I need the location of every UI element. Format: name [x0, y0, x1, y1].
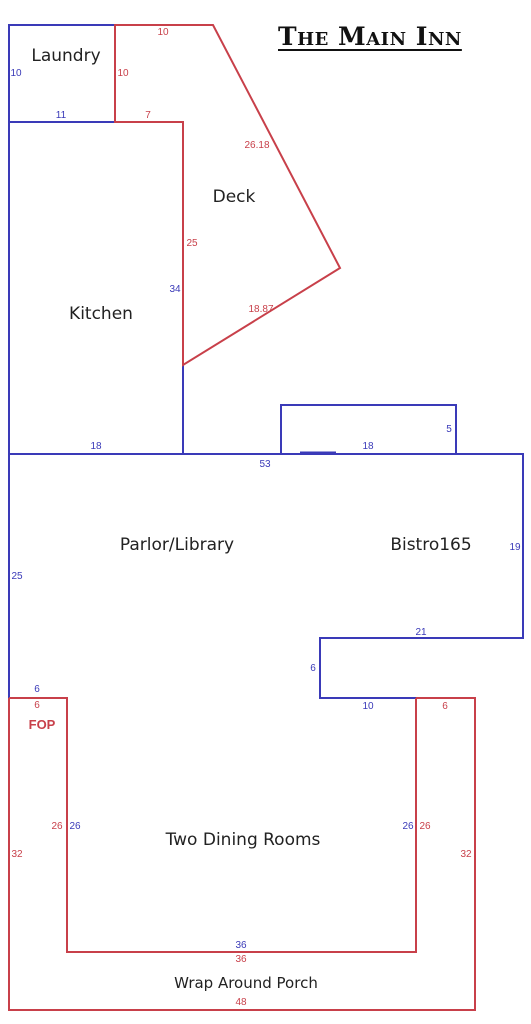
dim-dining-right-red: 26: [419, 821, 431, 832]
dining-rooms-outline: [9, 697, 417, 953]
dim-deck-bottom-left: 7: [145, 110, 151, 121]
dim-bistro-bottom: 21: [415, 627, 427, 638]
porch-outline: [8, 697, 476, 1011]
dining-rooms-label: Two Dining Rooms: [165, 830, 321, 850]
dim-dining-bottom-red: 36: [235, 954, 247, 965]
dim-parlor-left: 25: [11, 571, 23, 582]
dim-step-bottom: 10: [362, 701, 374, 712]
dim-porch-bottom: 48: [235, 997, 247, 1008]
deck-label: Deck: [213, 187, 256, 207]
dim-bump-right: 5: [446, 424, 452, 435]
porch-label: Wrap Around Porch: [174, 974, 318, 992]
dim-laundry-left: 10: [10, 68, 22, 79]
dim-dining-left-blue: 26: [69, 821, 81, 832]
dim-porch-right: 32: [460, 849, 472, 860]
dim-laundry-top: 10: [157, 27, 169, 38]
dim-kitchen-right: 34: [169, 284, 181, 295]
dim-deck-left: 25: [186, 238, 198, 249]
fop-label: FOP: [29, 717, 56, 732]
page-title: The Main Inn: [278, 22, 462, 51]
dim-bump-top: 18: [362, 441, 374, 452]
laundry-outline: [8, 24, 116, 123]
dim-dining-bottom-blue: 36: [235, 940, 247, 951]
kitchen-label: Kitchen: [69, 304, 133, 324]
dim-left-notch-blue: 6: [34, 684, 40, 695]
dim-main-top: 53: [259, 459, 271, 470]
deck-outline: [114, 24, 342, 367]
parlor-library-label: Parlor/Library: [120, 535, 234, 555]
main-floor-outline: [8, 453, 524, 699]
bistro-label: Bistro165: [390, 535, 471, 555]
dim-porch-left: 32: [11, 849, 23, 860]
dim-step-left: 6: [310, 663, 316, 674]
dim-dining-right-blue: 26: [402, 821, 414, 832]
dim-bistro-right: 19: [509, 542, 521, 553]
dim-kitchen-bottom: 18: [90, 441, 102, 452]
dim-porch-right-top: 6: [442, 701, 448, 712]
dim-laundry-right: 10: [117, 68, 129, 79]
kitchen-outline: [8, 122, 184, 455]
laundry-label: Laundry: [31, 46, 100, 66]
dim-deck-upper-diag: 26.18: [244, 140, 269, 151]
dim-left-notch-red: 6: [34, 700, 40, 711]
dim-dining-left-red: 26: [51, 821, 63, 832]
dim-laundry-bottom: 11: [56, 110, 67, 121]
dim-deck-lower-diag: 18.87: [248, 304, 273, 315]
